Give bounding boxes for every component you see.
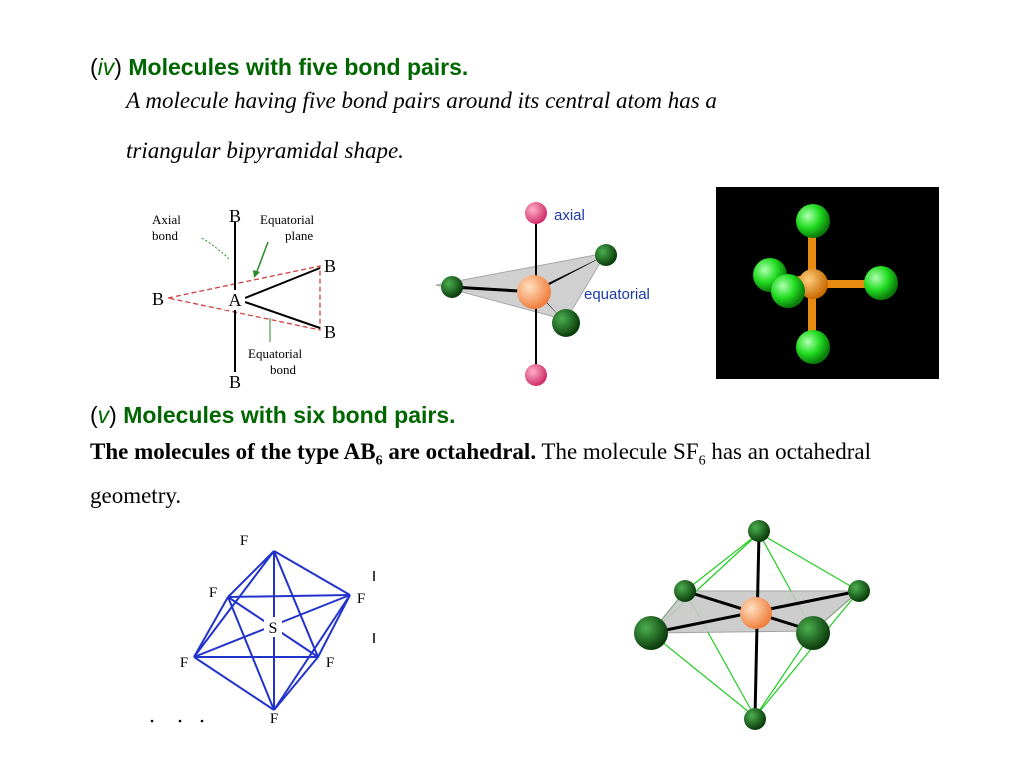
section-iv-line1: A molecule having five bond pairs around… [126,88,717,113]
equatorial-bond-upper [244,267,321,299]
label-eqplane-1: Equatorial [260,212,315,227]
normal-sub: 6 [698,453,706,469]
label-eqbond-2: bond [270,362,297,377]
atom-b-lower-right: B [324,322,336,342]
f-atom-front-left [634,616,668,650]
octahedron-line-diagram: S F F F F F F [150,533,375,727]
normal-part1: The molecule SF [536,439,699,464]
paren-open: ( [90,54,98,80]
equatorial-plane-triangle [167,265,321,331]
f-atom-back-left [674,580,696,602]
eq-atom-left [441,276,463,298]
bold-part2: are octahedral. [382,439,537,464]
label-eqplane-2: plane [285,228,313,243]
f-atom-bottom [744,708,766,730]
f-atom-top-3d [796,204,830,238]
artifact-dot-3 [200,719,204,723]
section-iv-line2: triangular bipyramidal shape. [126,138,404,163]
bipyramid-line-diagram: A B B B B B Axial bond Equatorial plane … [152,206,336,392]
section-v-heading: (v) Molecules with six bond pairs. [90,402,456,429]
f-atom-back-right [848,580,870,602]
f-atom-bottom-3d [796,330,830,364]
eq-atom-right-upper [595,244,617,266]
bold-part1: The molecules of the type AB [90,439,376,464]
label-axial-1: Axial [152,212,181,227]
axial-pointer-arrow [201,237,231,261]
section-v-title: Molecules with six bond pairs. [123,402,456,428]
atom-f-lower-right: F [326,655,334,671]
atom-b-upper-right: B [324,256,336,276]
atom-a: A [229,290,242,310]
atom-f-bottom: F [270,711,278,727]
eqplane-pointer-arrow [255,241,269,275]
normal-part2: has an octahedral geometry. [90,439,871,508]
eq-atom-right-lower [552,309,580,337]
bipyramid-3d-render [716,187,939,379]
label-eqbond-1: Equatorial [248,346,303,361]
paren-close: ) [109,402,117,428]
f-atom-top [748,520,770,542]
atom-b-bottom: B [229,372,241,392]
axial-atom-top [525,202,547,224]
paren-open: ( [90,402,98,428]
bipyramid-ball-stick: axial equatorial [435,202,650,386]
bold-sub: 6 [375,453,383,469]
section-v-paragraph: The molecules of the type AB6 are octahe… [90,435,920,513]
central-atom-3d [798,269,828,299]
atom-f-upper-left: F [209,585,217,601]
atom-f-lower-left: F [180,655,188,671]
central-atom-s [740,597,772,629]
artifact-dot-2 [178,719,182,723]
artifact-dot-1 [150,719,154,723]
f-atom-front-3d [771,274,805,308]
label-equatorial: equatorial [584,286,650,303]
f-atom-front-right [796,616,830,650]
roman-numeral: v [97,402,110,428]
central-atom [517,275,551,309]
label-axial-2: bond [152,228,179,243]
section-iv-title: Molecules with five bond pairs. [128,54,469,80]
axial-atom-bottom [525,364,547,386]
paren-close: ) [114,54,122,80]
atom-f-upper-right: F [357,591,365,607]
octahedron-ball-stick [634,520,870,730]
equatorial-bond-lower [244,301,321,329]
atom-b-top: B [229,206,241,226]
atom-f-top: F [240,533,248,549]
eq-bond-right-upper [536,255,606,292]
atom-s: S [269,620,278,637]
roman-numeral: iv [97,54,115,80]
f-atom-right-3d [864,266,898,300]
label-axial: axial [554,207,585,224]
section-iv-heading: (iv) Molecules with five bond pairs. [90,54,468,81]
atom-b-left: B [152,289,164,309]
